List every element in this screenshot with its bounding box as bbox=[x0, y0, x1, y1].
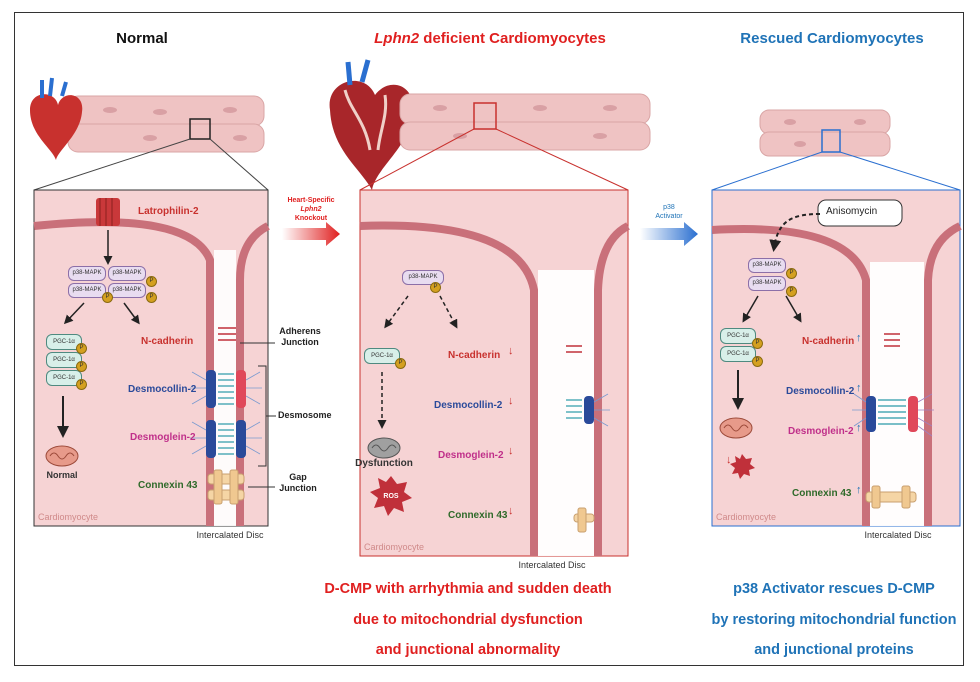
desmoglein-label: Desmoglein-2 bbox=[130, 432, 196, 443]
gap-line-1: Gap bbox=[289, 472, 307, 482]
phospho-dot: P bbox=[146, 276, 157, 287]
adherens-line-1: Adherens bbox=[279, 326, 321, 336]
cardiomyocyte-label-rescued: Cardiomyocyte bbox=[716, 512, 777, 522]
desmocollin-label: Desmocollin-2 bbox=[128, 384, 197, 395]
tissue-strip-rescued bbox=[759, 109, 891, 157]
mapk-deficient: p38-MAPK bbox=[402, 270, 444, 285]
desmoglein-label-deficient: Desmoglein-2 bbox=[438, 450, 504, 461]
down-arrow: ↓ bbox=[508, 445, 514, 457]
panel-title-deficient: Lphn2 deficient Cardiomyocytes bbox=[374, 30, 606, 47]
connexin-label-deficient: Connexin 43 bbox=[448, 510, 508, 521]
mapk-rescued-1: p38-MAPK bbox=[748, 258, 786, 273]
connexin-label: Connexin 43 bbox=[138, 480, 198, 491]
adherens-junction-label: Adherens Junction bbox=[279, 326, 321, 348]
anisomycin-label: Anisomycin bbox=[826, 206, 878, 217]
down-arrow: ↓ bbox=[508, 505, 514, 517]
panel-title-rescued: Rescued Cardiomyocytes bbox=[740, 30, 924, 47]
mapk-4: p38-MAPK bbox=[108, 283, 146, 298]
panel-title-deficient-rest: deficient Cardiomyocytes bbox=[419, 30, 606, 47]
knockout-line-1: Heart-Specific bbox=[287, 197, 335, 204]
normal-mito-label: Normal bbox=[46, 470, 78, 480]
gap-junction-label: Gap Junction bbox=[279, 472, 317, 494]
heart-icon-deficient bbox=[329, 59, 414, 190]
junctions-normal bbox=[190, 327, 262, 505]
knockout-line-3: Knockout bbox=[294, 215, 328, 222]
phospho-dot: P bbox=[76, 361, 87, 372]
pgc-rescued-2: PGC-1α bbox=[720, 346, 756, 362]
mapk-1: p38-MAPK bbox=[68, 266, 106, 281]
phospho-dot: P bbox=[395, 358, 406, 369]
up-arrow: ↑ bbox=[856, 382, 862, 394]
phospho-dot: P bbox=[786, 268, 797, 279]
activator-line-1: p38 bbox=[663, 204, 675, 211]
desmocollin-label-deficient: Desmocollin-2 bbox=[434, 400, 503, 411]
junctions-deficient bbox=[566, 345, 610, 533]
intercalated-disc-label-rescued: Intercalated Disc bbox=[864, 530, 932, 540]
phospho-dot: P bbox=[752, 356, 763, 367]
cardiomyocyte-label: Cardiomyocyte bbox=[38, 512, 99, 522]
down-arrow: ↓ bbox=[726, 454, 732, 466]
tissue-strip-normal bbox=[67, 95, 265, 153]
up-arrow: ↑ bbox=[856, 332, 862, 344]
phospho-dot: P bbox=[752, 338, 763, 349]
phospho-dot: P bbox=[146, 292, 157, 303]
caption-rescued-3: and junctional proteins bbox=[754, 642, 914, 658]
caption-rescued-2: by restoring mitochondrial function bbox=[711, 612, 957, 628]
tissue-strip-deficient bbox=[399, 93, 651, 151]
dysfunction-label: Dysfunction bbox=[355, 458, 413, 469]
mapk-2: p38-MAPK bbox=[108, 266, 146, 281]
latrophilin-label: Latrophilin-2 bbox=[138, 206, 199, 217]
activator-label: p38 Activator bbox=[655, 203, 682, 221]
caption-deficient-1: D-CMP with arrhythmia and sudden death bbox=[324, 581, 612, 597]
junctions-rescued bbox=[852, 333, 934, 509]
up-arrow: ↑ bbox=[856, 422, 862, 434]
pgc-rescued-1: PGC-1α bbox=[720, 328, 756, 344]
panel-title-normal: Normal bbox=[116, 30, 168, 47]
desmosome-label: Desmosome bbox=[278, 410, 332, 420]
adherens-line-2: Junction bbox=[281, 337, 319, 347]
connexin-label-rescued: Connexin 43 bbox=[792, 488, 852, 499]
mapk-rescued-2: p38-MAPK bbox=[748, 276, 786, 291]
pgc-2: PGC-1α bbox=[46, 352, 82, 368]
up-arrow: ↑ bbox=[856, 484, 862, 496]
activator-line-2: Activator bbox=[655, 213, 683, 220]
phospho-dot: P bbox=[786, 286, 797, 297]
phospho-dot: P bbox=[76, 343, 87, 354]
knockout-line-2: Lphn2 bbox=[300, 206, 322, 213]
pgc-1: PGC-1α bbox=[46, 334, 82, 350]
caption-deficient-2: due to mitochondrial dysfunction bbox=[353, 612, 583, 628]
caption-rescued-1: p38 Activator rescues D-CMP bbox=[733, 581, 935, 597]
pgc-3: PGC-1α bbox=[46, 370, 82, 386]
ros-burst-deficient bbox=[370, 476, 412, 516]
n-cadherin-label: N-cadherin bbox=[141, 336, 194, 347]
intercalated-disc-label-deficient: Intercalated Disc bbox=[518, 560, 586, 570]
heart-icon-normal bbox=[30, 77, 83, 160]
figure-frame bbox=[14, 12, 964, 666]
desmocollin-label-rescued: Desmocollin-2 bbox=[786, 386, 855, 397]
pgc-deficient: PGC-1α bbox=[364, 348, 400, 364]
down-arrow: ↓ bbox=[508, 395, 514, 407]
n-cadherin-label-rescued: N-cadherin bbox=[802, 336, 855, 347]
phospho-dot: P bbox=[430, 282, 441, 293]
knockout-label: Heart-Specific Lphn2 Knockout bbox=[287, 196, 334, 223]
caption-deficient-3: and junctional abnormality bbox=[375, 642, 561, 658]
down-arrow: ↓ bbox=[508, 345, 514, 357]
gene-name: Lphn2 bbox=[374, 30, 420, 47]
intercalated-disc-label: Intercalated Disc bbox=[196, 530, 264, 540]
phospho-dot: P bbox=[102, 292, 113, 303]
ros-label: ROS bbox=[383, 493, 399, 500]
gap-line-2: Junction bbox=[279, 483, 317, 493]
n-cadherin-label-deficient: N-cadherin bbox=[448, 350, 501, 361]
cardiomyocyte-label-deficient: Cardiomyocyte bbox=[364, 542, 425, 552]
latrophilin-receptor bbox=[96, 198, 120, 226]
mapk-3: p38-MAPK bbox=[68, 283, 106, 298]
phospho-dot: P bbox=[76, 379, 87, 390]
desmoglein-label-rescued: Desmoglein-2 bbox=[788, 426, 854, 437]
